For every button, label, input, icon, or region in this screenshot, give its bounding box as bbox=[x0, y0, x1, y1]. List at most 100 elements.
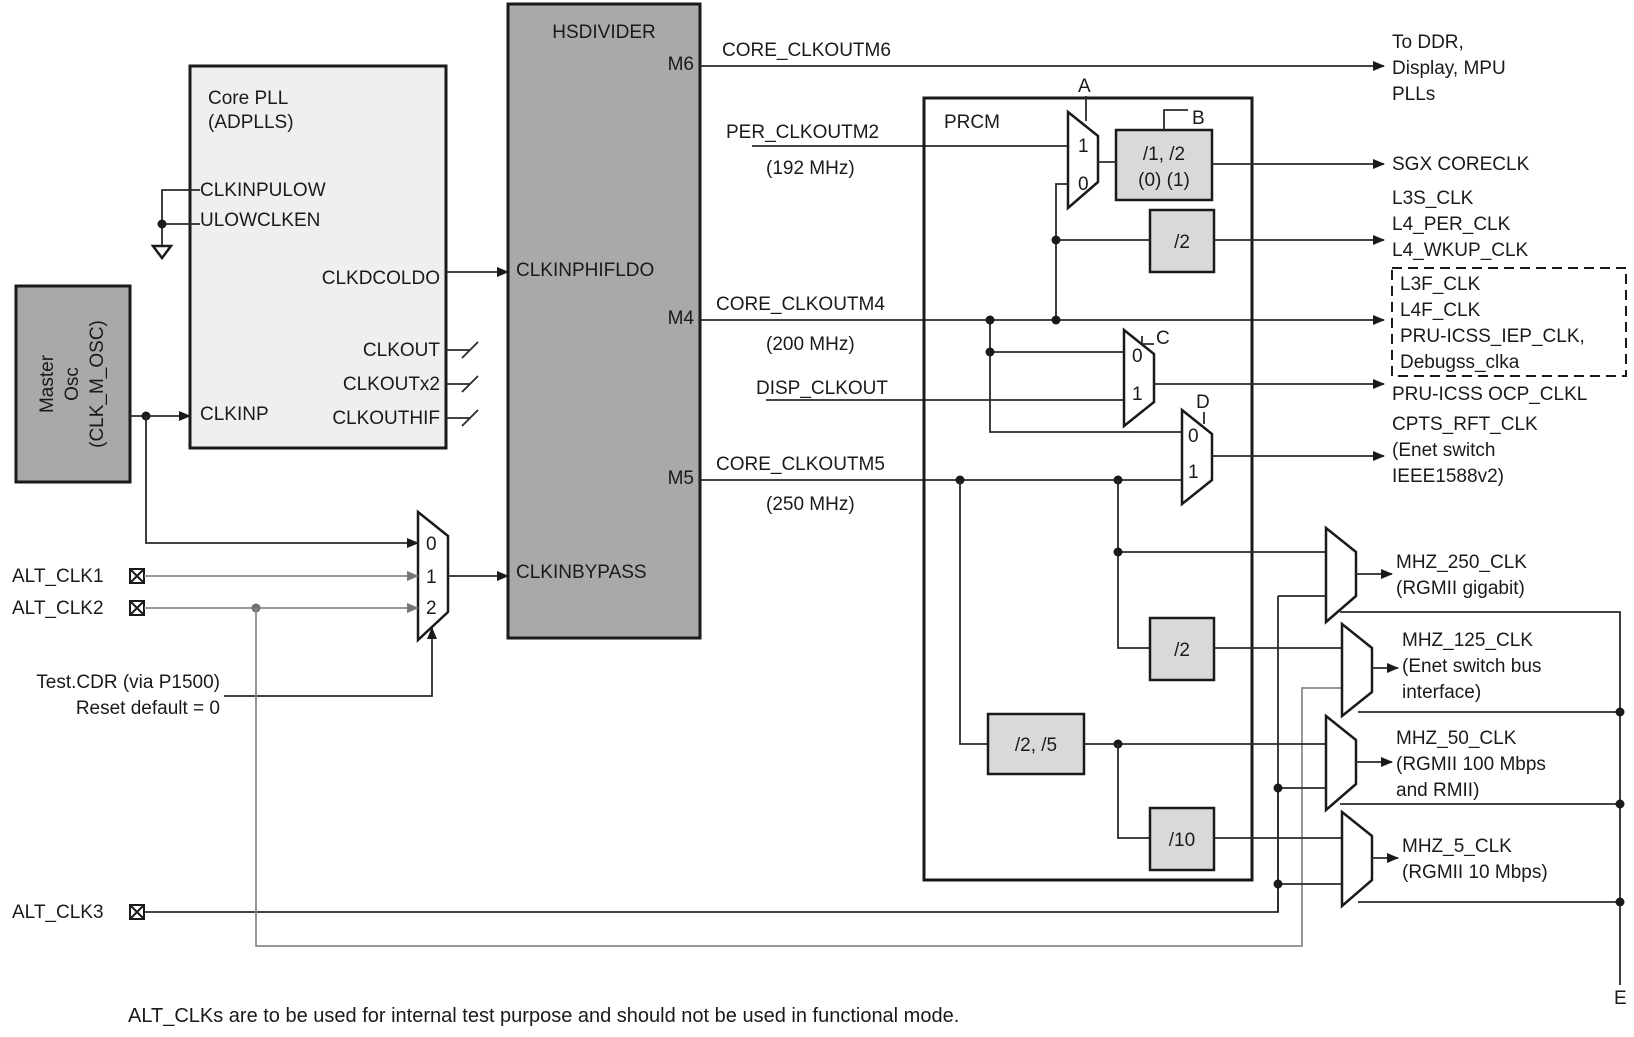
wire-osc-to-bypass-mux bbox=[145, 416, 419, 548]
div25-box bbox=[986, 712, 1086, 776]
mux-c-in0: 0 bbox=[1132, 346, 1143, 367]
mux-a-shape bbox=[1066, 109, 1100, 211]
master-osc-block: Master Osc (CLK_M_OSC) bbox=[14, 284, 132, 484]
out-mhz-125-line2: (Enet switch bus bbox=[1402, 656, 1541, 677]
core-pll-box bbox=[188, 64, 448, 450]
wire-alt-clk2-route bbox=[255, 608, 1342, 947]
mux-a-in0: 0 bbox=[1078, 174, 1089, 195]
hsdivider-m5: M5 bbox=[668, 468, 694, 489]
out-mhz-250-line2: (RGMII gigabit) bbox=[1396, 578, 1525, 599]
mux-c-shape bbox=[1122, 327, 1156, 429]
div2-upper-label: /2 bbox=[1174, 232, 1190, 253]
hsdivider-title: HSDIVIDER bbox=[552, 22, 655, 43]
div-label-b: B bbox=[1192, 108, 1205, 129]
signal-per-clkoutm2: PER_CLKOUTM2 bbox=[726, 122, 879, 143]
mux-c-label: C bbox=[1156, 328, 1170, 349]
wire-m5-to-div2-lower bbox=[1117, 480, 1150, 649]
alt-clk2-pad-icon bbox=[129, 600, 145, 616]
prcm-box bbox=[922, 96, 1254, 882]
junction-dot bbox=[1615, 799, 1625, 809]
junction-dot bbox=[1113, 547, 1123, 557]
mux-d: 0 1 D bbox=[1180, 392, 1214, 507]
master-osc-line3: (CLK_M_OSC) bbox=[87, 320, 108, 448]
hsdivider-m4: M4 bbox=[668, 308, 695, 329]
out-pru-iep-clk: PRU-ICSS_IEP_CLK, bbox=[1400, 326, 1585, 347]
junction-dot bbox=[157, 219, 167, 229]
out-mhz-250-line1: MHZ_250_CLK bbox=[1396, 552, 1527, 573]
div-1-2-block: /1, /2 (0) (1) B bbox=[1114, 108, 1214, 202]
mux-c-in1: 1 bbox=[1132, 384, 1143, 405]
mux-125-shape bbox=[1340, 621, 1374, 719]
out-mhz-5-line1: MHZ_5_CLK bbox=[1402, 836, 1512, 857]
hsdivider-clkinbypass: CLKINBYPASS bbox=[516, 562, 647, 583]
signal-m5-freq: (250 MHz) bbox=[766, 494, 855, 515]
signal-core-clkoutm5: CORE_CLKOUTM5 bbox=[716, 454, 885, 475]
out-l4-per-clk: L4_PER_CLK bbox=[1392, 214, 1511, 235]
out-pru-ocp-clk: PRU-ICSS OCP_CLKL bbox=[1392, 384, 1587, 405]
test-cdr-label: Test.CDR (via P1500) bbox=[36, 672, 220, 693]
out-mhz-50-line3: and RMII) bbox=[1396, 780, 1479, 801]
out-debugss-clka: Debugss_clka bbox=[1400, 352, 1520, 373]
bypass-mux-in1: 1 bbox=[426, 567, 437, 588]
junction-dot bbox=[1615, 897, 1625, 907]
unused-outputs bbox=[446, 341, 479, 427]
mux-d-label: D bbox=[1196, 392, 1210, 413]
alt-clk1-pad-icon bbox=[129, 568, 145, 584]
ground-tie bbox=[150, 189, 200, 261]
junction-dot bbox=[1051, 315, 1061, 325]
core-pll-block: Core PLL (ADPLLS) CLKINPULOW ULOWCLKEN C… bbox=[188, 64, 448, 450]
mux-a-in1: 1 bbox=[1078, 136, 1089, 157]
signal-disp-clkout: DISP_CLKOUT bbox=[756, 378, 888, 399]
master-osc-line2: Osc bbox=[62, 367, 83, 401]
signal-per-freq: (192 MHz) bbox=[766, 158, 855, 179]
out-mhz-50-line1: MHZ_50_CLK bbox=[1396, 728, 1517, 749]
junction-dot bbox=[1051, 235, 1061, 245]
out-mhz-50-line2: (RGMII 100 Mbps bbox=[1396, 754, 1546, 775]
junction-dot bbox=[1273, 783, 1283, 793]
footnote: ALT_CLKs are to be used for internal tes… bbox=[128, 1005, 959, 1027]
master-osc-box bbox=[14, 284, 132, 484]
mux-5 bbox=[1340, 809, 1374, 909]
out-cpts-line1: CPTS_RFT_CLK bbox=[1392, 414, 1538, 435]
out-l4f-clk: L4F_CLK bbox=[1400, 300, 1481, 321]
out-sgx-coreclk: SGX CORECLK bbox=[1392, 154, 1530, 175]
wire-e-select-bus bbox=[1340, 611, 1621, 985]
junction-dot bbox=[1273, 879, 1283, 889]
wire-div25-to-div10 bbox=[1117, 744, 1150, 839]
mux-250-shape bbox=[1324, 525, 1358, 625]
div10-label: /10 bbox=[1169, 830, 1195, 851]
pin-clkout: CLKOUT bbox=[363, 340, 440, 361]
mux-50-shape bbox=[1324, 713, 1358, 813]
bypass-mux-shape bbox=[416, 509, 450, 643]
hsdivider-clkinphifldo: CLKINPHIFLDO bbox=[516, 260, 654, 281]
div-1-2-select bbox=[1163, 109, 1188, 130]
junction-dot bbox=[1615, 707, 1625, 717]
out-mhz-125-line1: MHZ_125_CLK bbox=[1402, 630, 1533, 651]
signal-core-clkoutm6: CORE_CLKOUTM6 bbox=[722, 40, 891, 61]
out-l3s-clk: L3S_CLK bbox=[1392, 188, 1474, 209]
wire-m4-to-mux-d bbox=[989, 320, 1182, 433]
master-osc-line1: Master bbox=[37, 354, 58, 413]
prcm-block: PRCM bbox=[922, 96, 1254, 882]
mux-c-select bbox=[1141, 336, 1154, 345]
div2-lower-label: /2 bbox=[1174, 640, 1190, 661]
div25-label: /2, /5 bbox=[1015, 735, 1057, 756]
bypass-mux-in2: 2 bbox=[426, 598, 437, 619]
pin-clkouthif: CLKOUTHIF bbox=[332, 408, 440, 429]
wire-alt-clk3 bbox=[144, 788, 1279, 913]
out-l4-wkup-clk: L4_WKUP_CLK bbox=[1392, 240, 1529, 261]
pin-clkoutx2: CLKOUTx2 bbox=[343, 374, 440, 395]
prcm-title: PRCM bbox=[944, 112, 1000, 133]
mux-d-shape bbox=[1180, 407, 1214, 507]
alt-clk2-label: ALT_CLK2 bbox=[12, 598, 104, 619]
out-cpts-line3: IEEE1588v2) bbox=[1392, 466, 1504, 487]
mux-c: 0 1 C bbox=[1122, 327, 1170, 429]
mux-250 bbox=[1324, 525, 1358, 625]
wire-test-cdr-select bbox=[224, 627, 437, 697]
hsdivider-block: HSDIVIDER M6 M4 M5 CLKINPHIFLDO CLKINBYP… bbox=[506, 2, 702, 640]
out-l3f-clk: L3F_CLK bbox=[1400, 274, 1481, 295]
junction-dot bbox=[985, 347, 995, 357]
div-1-2-box bbox=[1114, 128, 1214, 202]
pin-clkinpulow: CLKINPULOW bbox=[200, 180, 326, 201]
